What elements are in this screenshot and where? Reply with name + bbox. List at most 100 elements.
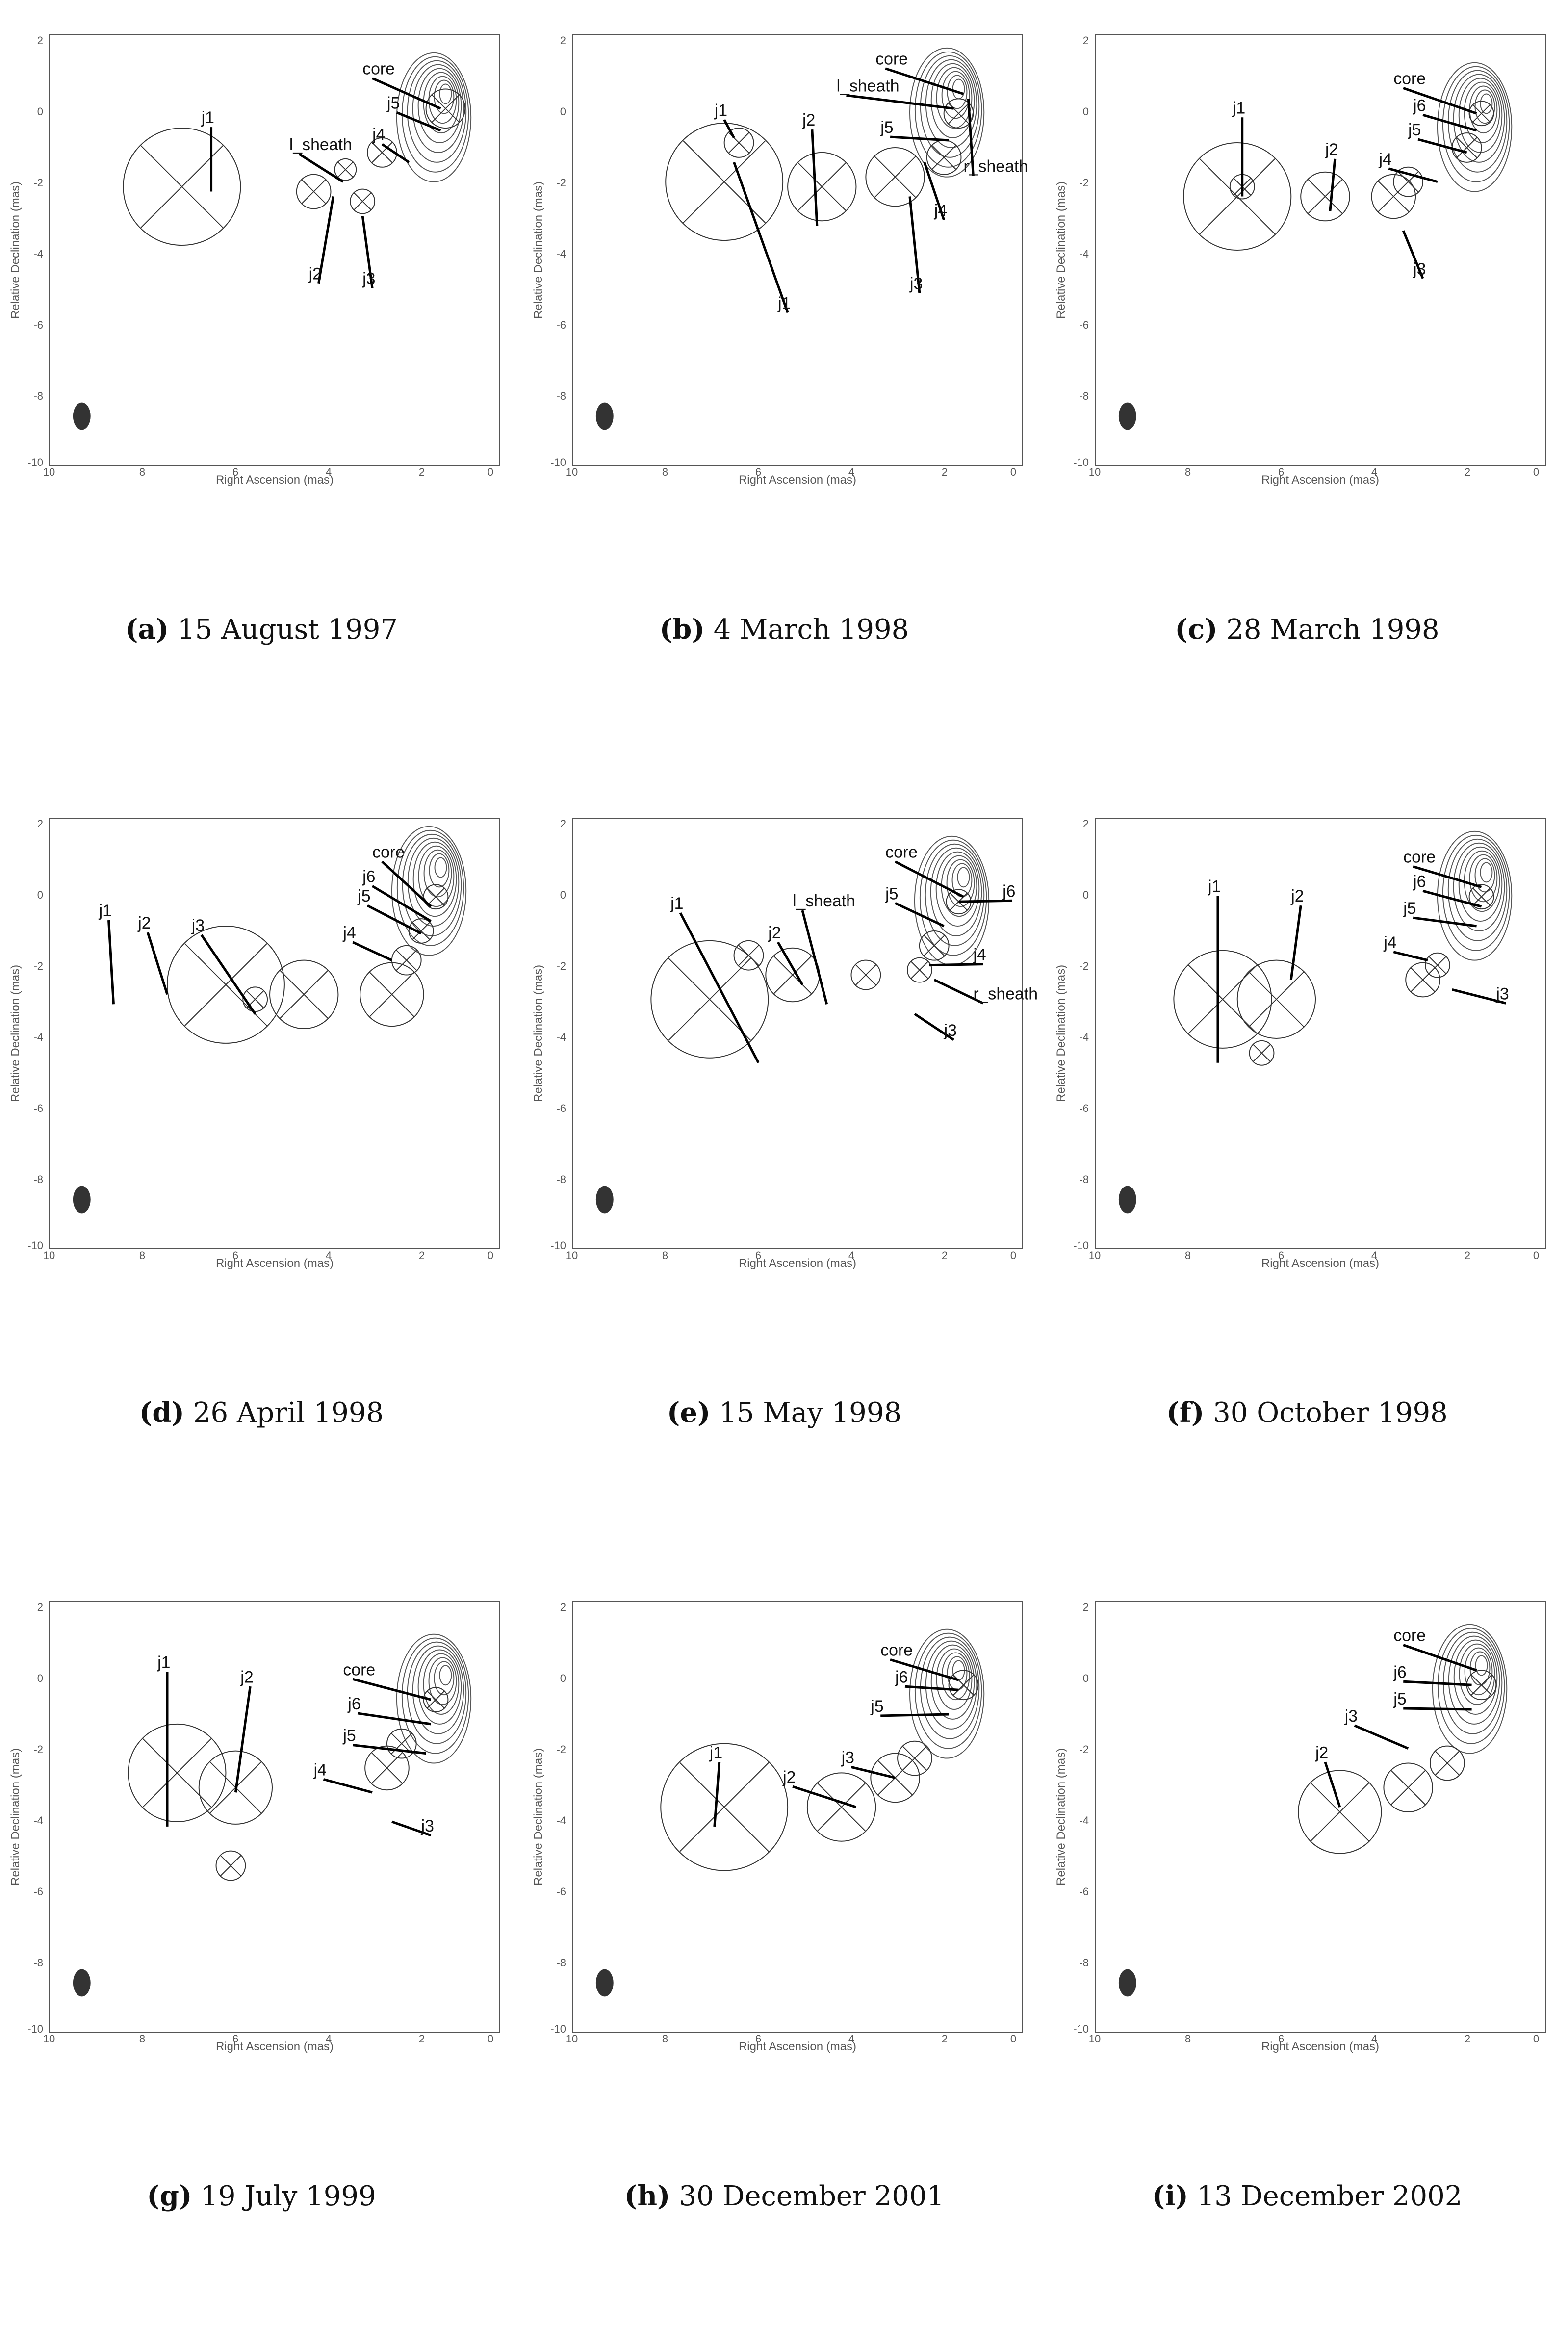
component-label: j1 — [99, 902, 112, 920]
component-label: j2 — [240, 1668, 253, 1686]
component-circle — [367, 137, 397, 168]
x-tick-label: 6 — [1278, 466, 1285, 478]
component-label: j1 — [157, 1653, 170, 1672]
leader-line — [1403, 1680, 1472, 1686]
component-cross — [220, 1855, 242, 1877]
leader-line — [811, 129, 819, 226]
component-cross — [1248, 971, 1304, 1027]
component-label: r_sheath — [973, 984, 1038, 1003]
x-tick-label: 8 — [1184, 1249, 1191, 1262]
leader-line — [352, 941, 392, 961]
panel-letter: (e) — [667, 1396, 711, 1429]
y-tick-label: 0 — [37, 889, 43, 901]
component-label: core — [880, 1641, 913, 1660]
x-tick-label: 0 — [487, 466, 494, 478]
component-label: j5 — [1393, 1690, 1406, 1708]
y-tick-label: -2 — [556, 177, 566, 189]
panel-caption: (e) 15 May 1998 — [523, 1396, 1046, 1429]
component-circle — [215, 1850, 246, 1881]
x-tick-label: 0 — [1533, 466, 1540, 478]
component-label: j5 — [1403, 899, 1416, 918]
component-circle — [1249, 1040, 1275, 1066]
component-cross — [427, 888, 445, 906]
component-circle — [1393, 166, 1424, 197]
component-label: j1 — [1208, 877, 1221, 896]
component-label: j2 — [1315, 1744, 1328, 1762]
component-label: j5 — [880, 118, 893, 137]
x-tick-label: 10 — [1088, 1249, 1101, 1262]
leader-line — [1413, 865, 1482, 888]
y-tick-label: -8 — [33, 1957, 43, 1969]
y-tick-label: 2 — [560, 34, 566, 47]
leader-line — [366, 904, 422, 935]
component-cross — [1428, 956, 1447, 974]
component-label: core — [343, 1660, 375, 1679]
leader-line — [234, 1686, 252, 1793]
y-tick-label: -2 — [33, 960, 43, 972]
y-tick-label: 0 — [560, 1672, 566, 1684]
component-circle — [660, 1743, 789, 1871]
component-cross — [1470, 1674, 1492, 1696]
x-tick-label: 10 — [566, 2033, 578, 2045]
component-circle — [806, 1772, 876, 1842]
x-tick-label: 10 — [566, 1249, 578, 1262]
leader-line — [391, 1820, 432, 1837]
y-tick-label: -6 — [1079, 1102, 1089, 1114]
component-label: j1 — [201, 108, 214, 127]
y-tick-label: -4 — [1079, 248, 1089, 260]
leader-line — [1354, 1724, 1409, 1750]
component-cross — [142, 1738, 212, 1808]
y-tick-label: 0 — [1082, 1672, 1089, 1684]
y-tick-label: -10 — [1073, 456, 1089, 468]
panel-caption: (g) 19 July 1999 — [0, 2180, 523, 2212]
component-cross — [301, 179, 326, 204]
component-label: core — [362, 60, 395, 78]
component-label: j1 — [670, 894, 683, 913]
panel-caption: (d) 26 April 1998 — [0, 1396, 523, 1429]
leader-line — [679, 912, 760, 1063]
y-tick-label: -8 — [556, 1173, 566, 1186]
component-cross — [1199, 158, 1276, 234]
component-circle — [425, 88, 466, 129]
component-cross — [910, 961, 928, 979]
leader-line — [846, 94, 954, 110]
component-cross — [728, 132, 750, 154]
x-tick-label: 2 — [1464, 2033, 1471, 2045]
y-tick-label: -10 — [1073, 1240, 1089, 1252]
y-tick-label: 2 — [37, 34, 43, 47]
leader-line — [352, 1744, 426, 1755]
component-label: j5 — [342, 1727, 356, 1745]
component-circle — [1236, 959, 1316, 1039]
y-tick-label: 2 — [560, 1601, 566, 1613]
y-tick-label: -2 — [1079, 177, 1089, 189]
component-circle — [723, 128, 754, 158]
component-label: j3 — [909, 275, 923, 293]
leader-line — [792, 1785, 857, 1808]
component-cross — [1456, 137, 1478, 158]
y-tick-label: -10 — [27, 456, 43, 468]
component-label: j5 — [386, 94, 400, 112]
component-cross — [396, 950, 417, 971]
leader-line — [923, 162, 945, 221]
component-cross — [1308, 179, 1343, 214]
x-tick-label: 2 — [941, 466, 948, 478]
y-tick-label: -2 — [1079, 960, 1089, 972]
component-circle — [865, 147, 925, 207]
component-circle — [123, 128, 241, 246]
component-circle — [870, 1753, 920, 1803]
leader-line — [1452, 988, 1506, 1005]
panel-caption: (i) 13 December 2002 — [1046, 2180, 1568, 2212]
component-label: j2 — [768, 924, 781, 942]
component-label: j6 — [1413, 96, 1426, 115]
component-cross — [773, 956, 812, 994]
y-tick-label: -8 — [1079, 1173, 1089, 1186]
component-circle — [650, 940, 769, 1059]
component-cross — [427, 1690, 445, 1709]
